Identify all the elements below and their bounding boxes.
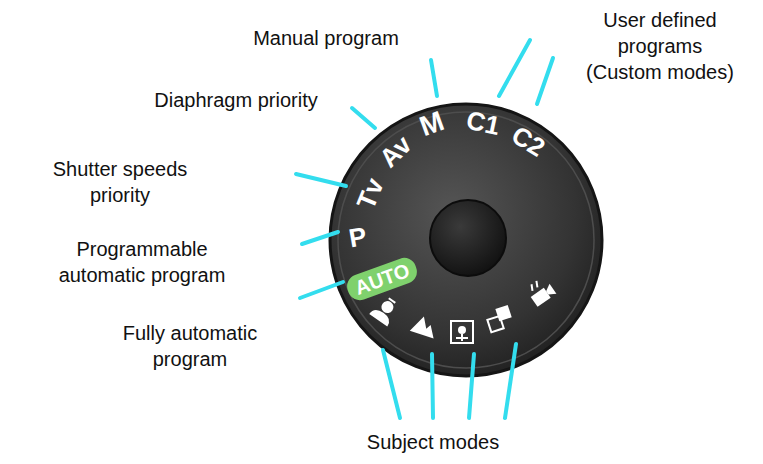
- callout-label: Shutter speeds priority: [33, 156, 208, 208]
- callout-label: Manual program: [221, 25, 431, 51]
- callout-label: Programmable automatic program: [35, 236, 250, 288]
- dial-mark: P: [335, 218, 380, 258]
- callout-label: Fully automatic program: [98, 320, 283, 372]
- callout-label: User defined programs (Custom modes): [580, 7, 740, 85]
- leader-lines: [296, 40, 553, 418]
- callout-label: Subject modes: [323, 429, 543, 455]
- dial-body: [330, 104, 602, 376]
- callout-label: Diaphragm priority: [116, 87, 356, 113]
